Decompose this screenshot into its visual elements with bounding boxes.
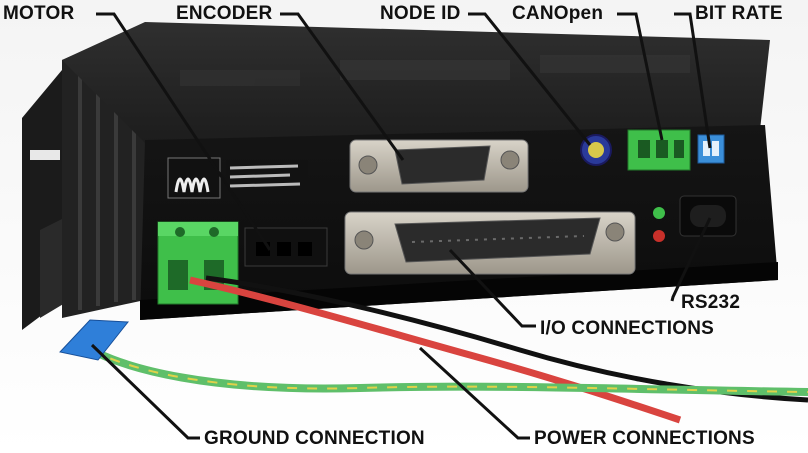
motor-leader [96, 12, 272, 251]
rs232-port [679, 195, 737, 237]
motor-connector [244, 227, 328, 267]
encoder-label: ENCODER [176, 3, 273, 24]
rs232-leader [670, 217, 712, 302]
ground-leader [90, 343, 200, 440]
encoder-leader [280, 12, 405, 161]
enclosure-top [62, 22, 770, 148]
motor-label: MOTOR [3, 3, 75, 24]
status-leds [653, 207, 665, 242]
power-terminal [157, 221, 239, 305]
node-id-leader [468, 12, 592, 146]
cables [59, 275, 808, 424]
canopen-leader [617, 12, 664, 141]
io-connections-leader [448, 248, 536, 328]
node-id-label: NODE ID [380, 3, 461, 24]
power-leader [418, 346, 530, 440]
brand-logo [167, 157, 308, 199]
power-connections-label: POWER CONNECTIONS [534, 428, 755, 449]
io-connections-label: I/O CONNECTIONS [540, 318, 715, 339]
rs232-label: RS232 [681, 292, 741, 313]
leader-lines [90, 12, 712, 440]
enclosure-top-texture [180, 55, 690, 86]
ground-connection-label: GROUND CONNECTION [204, 428, 425, 449]
io-connector [344, 211, 636, 275]
canopen-terminal [627, 129, 691, 171]
bit-rate-switch [697, 134, 725, 164]
bit-rate-label: BIT RATE [695, 3, 783, 24]
encoder-connector [349, 139, 529, 193]
bit-rate-leader [674, 12, 712, 149]
canopen-label: CANOpen [512, 3, 604, 24]
